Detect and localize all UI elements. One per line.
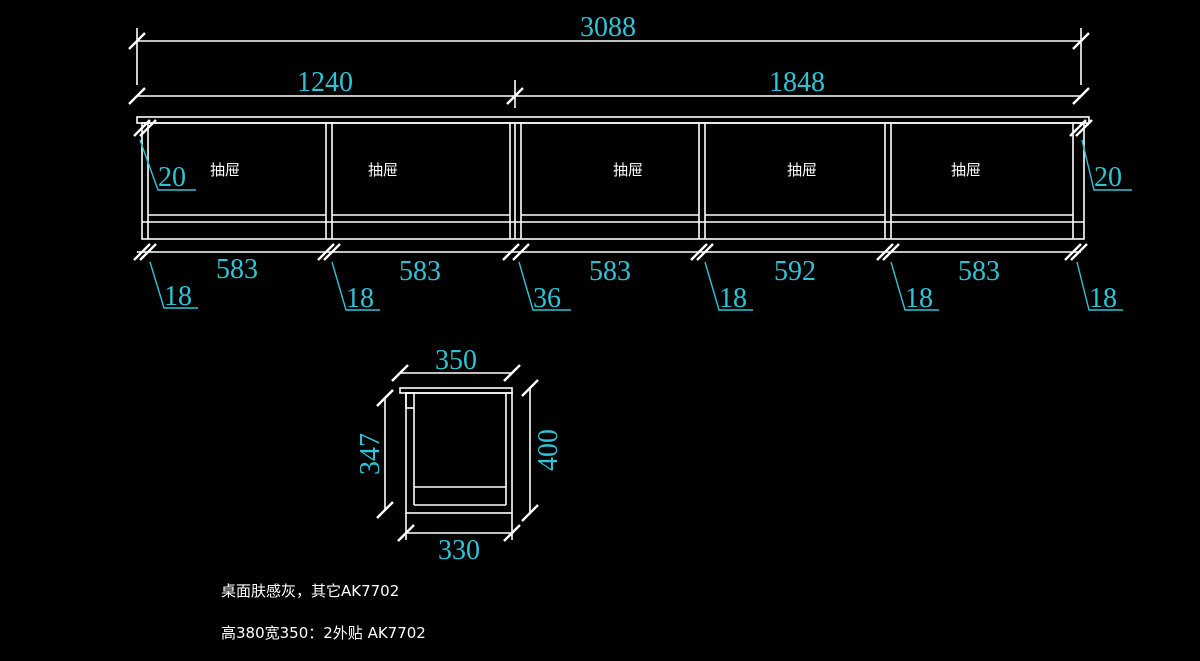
bottom-dimensions: 583 583 583 592 583 18 18 36 18 18 18 — [133, 243, 1123, 314]
note-material: 桌面肤感灰，其它AK7702 — [221, 582, 399, 600]
section-view: 350 330 347 400 — [355, 345, 564, 566]
drawer-label: 抽屉 — [951, 161, 981, 179]
top-dimensions: 3088 1240 1848 — [128, 12, 1090, 108]
dim-panel: 18 — [905, 283, 933, 314]
dim-panel: 18 — [346, 283, 374, 314]
drawer-label: 抽屉 — [613, 161, 643, 179]
dim-bay-width: 592 — [774, 256, 816, 287]
dim-side-right: 20 — [1094, 162, 1122, 193]
dim-bay-width: 583 — [589, 256, 631, 287]
front-elevation: 抽屉 抽屉 抽屉 抽屉 抽屉 — [136, 116, 1090, 240]
dim-panel: 18 — [164, 281, 192, 312]
dim-section-bottom-width: 330 — [438, 535, 480, 566]
dim-overall-width: 3088 — [580, 12, 636, 43]
dim-section-right-height: 400 — [533, 429, 564, 471]
dim-section-top-width: 350 — [435, 345, 477, 376]
dim-panel: 18 — [1089, 283, 1117, 314]
drawer-label: 抽屉 — [210, 161, 240, 179]
dim-bay-width: 583 — [399, 256, 441, 287]
dim-panel: 18 — [719, 283, 747, 314]
dim-left-part: 1240 — [297, 67, 353, 98]
countertop — [136, 116, 1090, 124]
cabinet-body — [141, 122, 1085, 240]
dim-bay-width: 583 — [216, 254, 258, 285]
drawer-label: 抽屉 — [368, 161, 398, 179]
drawer-label: 抽屉 — [787, 161, 817, 179]
section-body — [405, 392, 513, 514]
dim-bay-width: 583 — [958, 256, 1000, 287]
note-spec: 高380宽350：2外贴 AK7702 — [221, 624, 426, 642]
side-dimensions: 20 20 — [133, 119, 1132, 193]
dim-panel: 36 — [533, 283, 561, 314]
dim-right-part: 1848 — [769, 67, 825, 98]
panels — [147, 123, 1074, 239]
dim-side-left: 20 — [158, 162, 186, 193]
dim-section-left-height: 347 — [355, 433, 386, 475]
